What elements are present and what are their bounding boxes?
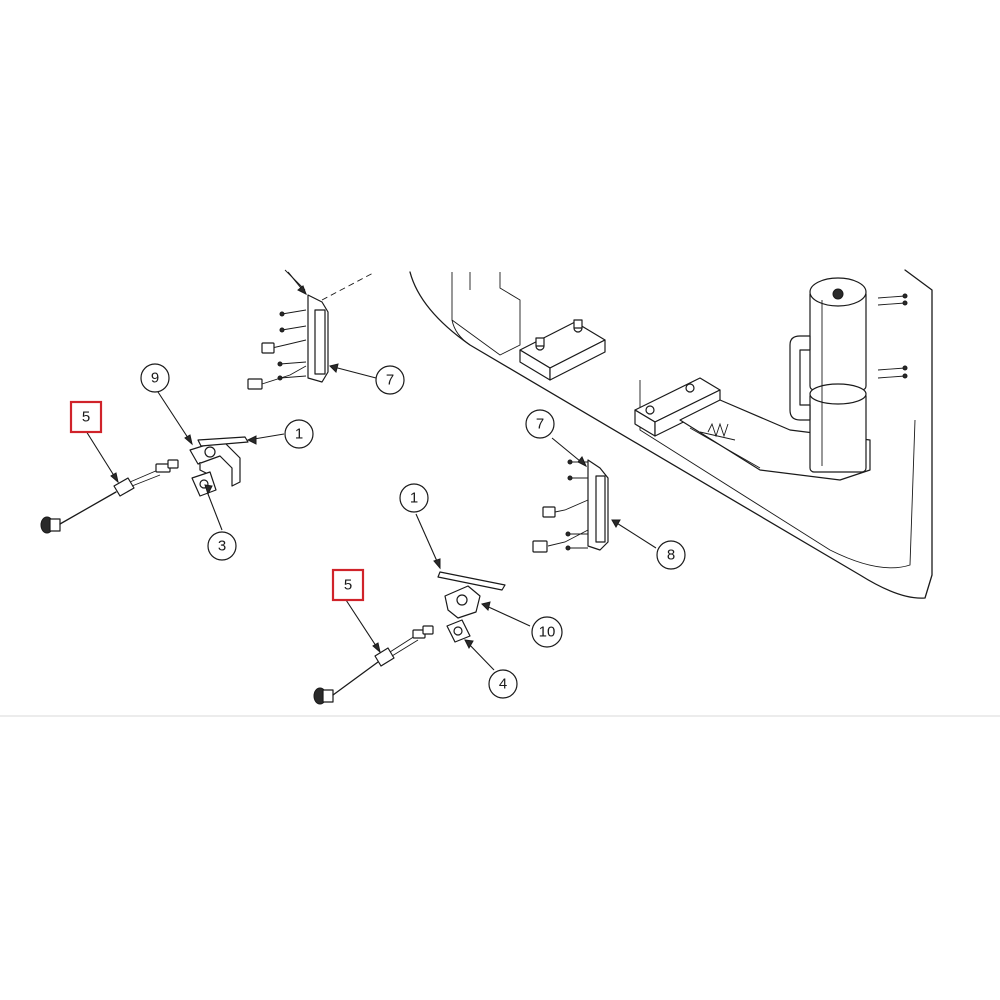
clip-left: [191, 471, 217, 497]
hinge-plate-upper: [247, 269, 376, 390]
callout-5-left[interactable]: 5: [69, 400, 103, 434]
callout-label: 10: [539, 624, 556, 641]
callout-7-right[interactable]: 7: [525, 409, 555, 439]
callout-8[interactable]: 8: [656, 540, 686, 570]
callout-7-upper[interactable]: 7: [375, 365, 405, 395]
callout-label: 8: [667, 547, 675, 564]
callout-label: 7: [536, 416, 544, 433]
callout-5-center[interactable]: 5: [331, 568, 365, 602]
callout-label: 3: [218, 538, 226, 555]
callout-label: 1: [410, 490, 418, 507]
hinge-cylinder: [789, 277, 908, 473]
callout-label: 7: [386, 372, 394, 389]
leader-lines: [85, 271, 657, 671]
bracket-center: [437, 571, 506, 619]
hinge-plate-right: [532, 459, 609, 553]
callout-label: 5: [82, 409, 90, 426]
door-panel: [409, 269, 933, 599]
callout-label: 4: [499, 676, 507, 693]
callout-label: 9: [151, 370, 159, 387]
highlight-box: [69, 400, 103, 434]
callout-label: 5: [344, 577, 352, 594]
panel-hinge-bracket-upper: [519, 319, 606, 381]
clip-center: [446, 619, 471, 643]
highlight-box: [331, 568, 365, 602]
callout-1-left[interactable]: 1: [284, 419, 314, 449]
bracket-left: [189, 436, 249, 487]
callout-label: 1: [295, 426, 303, 443]
spring-coil: [707, 422, 729, 438]
callout-9[interactable]: 9: [140, 363, 170, 393]
callout-4[interactable]: 4: [488, 669, 518, 699]
arrowheads: [110, 285, 621, 654]
callout-3[interactable]: 3: [207, 531, 237, 561]
cable-sensor-center: [313, 625, 434, 705]
cable-sensor-left: [40, 459, 179, 534]
callout-1-center[interactable]: 1: [399, 483, 429, 513]
callout-10[interactable]: 10: [531, 616, 563, 648]
